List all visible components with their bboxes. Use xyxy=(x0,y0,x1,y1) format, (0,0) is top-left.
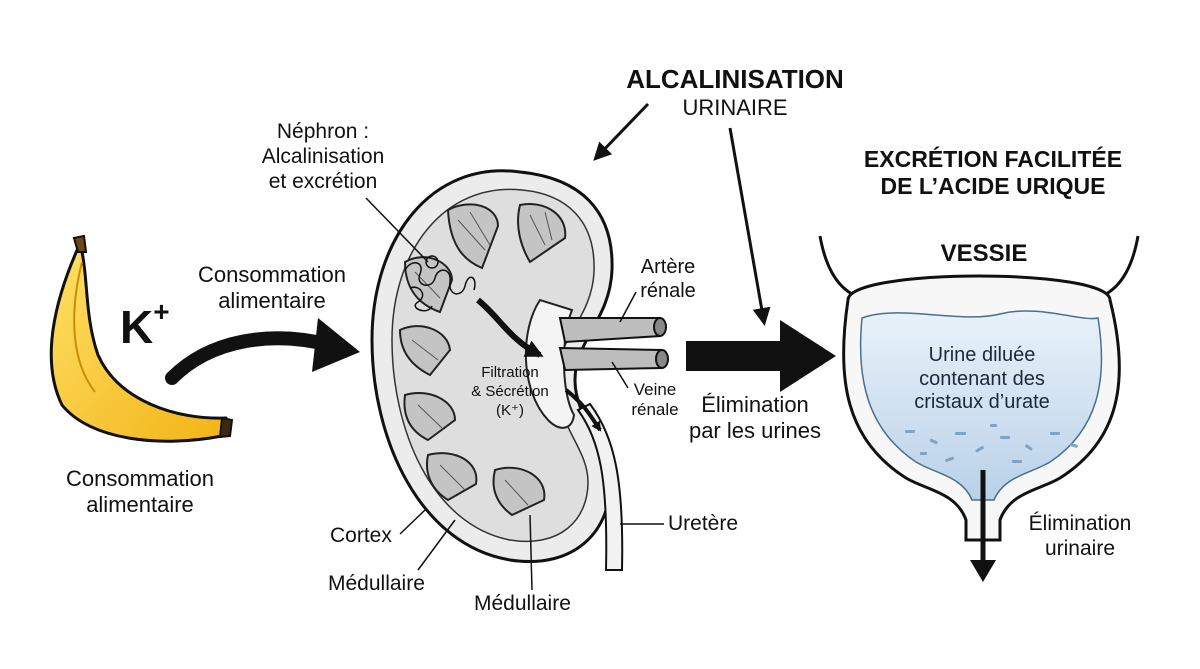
bladder-content-label: Urine diluée contenant des cristaux d’ur… xyxy=(896,344,1068,415)
center-label-line1: Filtration xyxy=(481,364,539,381)
potassium-charge: + xyxy=(153,295,170,327)
elimination-arrow xyxy=(686,320,836,392)
artery-label: Artère rénale xyxy=(628,256,708,303)
urinary-elimination-line2: urinaire xyxy=(1044,536,1116,560)
alkalinisation-arrow xyxy=(593,102,650,161)
potassium-letter: K xyxy=(120,301,154,353)
cortex-label: Cortex xyxy=(330,524,392,547)
urinary-elimination-label: Élimination urinaire xyxy=(1010,512,1150,562)
bladder-illustration xyxy=(818,235,1140,582)
banana-caption-line1: Consommation xyxy=(66,466,214,491)
intake-arrow-label: Consommation alimentaire xyxy=(182,262,362,314)
alkalinisation-title: ALCALINISATION URINAIRE xyxy=(620,64,850,121)
leader-lines xyxy=(365,197,664,591)
vein-label: Veine rénale xyxy=(620,380,690,420)
medulla-label-left: Médullaire xyxy=(328,572,425,595)
excretion-title: EXCRÉTION FACILITÉE DE L’ACIDE URIQUE xyxy=(848,146,1138,200)
urinary-elimination-line1: Élimination xyxy=(1028,512,1132,535)
nephron-label-line1: Néphron : xyxy=(276,120,370,143)
nephron-label: Néphron : Alcalinisation et excrétion xyxy=(238,120,408,194)
banana-caption: Consommation alimentaire xyxy=(50,466,230,518)
banana-illustration xyxy=(49,234,234,443)
banana-caption-line2: alimentaire xyxy=(86,491,194,517)
vein-label-line2: rénale xyxy=(631,400,679,420)
ureter-label: Uretère xyxy=(668,512,739,535)
center-label-line2: & Sécrétion xyxy=(471,382,549,400)
kidney-center-label: Filtration & Sécrétion (K⁺) xyxy=(455,364,565,420)
nephron-label-line3: et excrétion xyxy=(268,169,378,193)
bladder-content-line3: cristaux d’urate xyxy=(914,391,1050,414)
excretion-title-line1: EXCRÉTION FACILITÉE xyxy=(863,146,1123,172)
artery-label-line2: rénale xyxy=(640,279,696,302)
elimination-label-line1: Élimination xyxy=(701,392,809,417)
elimination-label: Élimination par les urines xyxy=(670,392,840,444)
alkalinisation-to-bladder-arrow xyxy=(728,127,771,326)
bladder-content-line1: Urine diluée xyxy=(928,344,1036,366)
intake-arrow xyxy=(165,318,360,385)
intake-label-line2: alimentaire xyxy=(218,287,326,313)
alkalinisation-subheading: URINAIRE xyxy=(682,94,788,120)
bladder-title: VESSIE xyxy=(940,240,1028,267)
potassium-symbol: K+ xyxy=(120,296,170,354)
elimination-label-line2: par les urines xyxy=(688,417,822,443)
kidney-illustration xyxy=(370,169,669,571)
center-label-line3: (K⁺) xyxy=(496,401,524,419)
vein-label-line1: Veine xyxy=(633,380,677,399)
artery-label-line1: Artère xyxy=(640,256,696,278)
alkalinisation-heading: ALCALINISATION xyxy=(626,64,844,94)
bladder-content-line2: contenant des xyxy=(919,367,1045,390)
excretion-title-line2: DE L’ACIDE URIQUE xyxy=(880,173,1106,200)
intake-label-line1: Consommation xyxy=(198,262,346,287)
medulla-label-bottom: Médullaire xyxy=(474,592,571,615)
nephron-label-line2: Alcalinisation xyxy=(261,144,385,168)
